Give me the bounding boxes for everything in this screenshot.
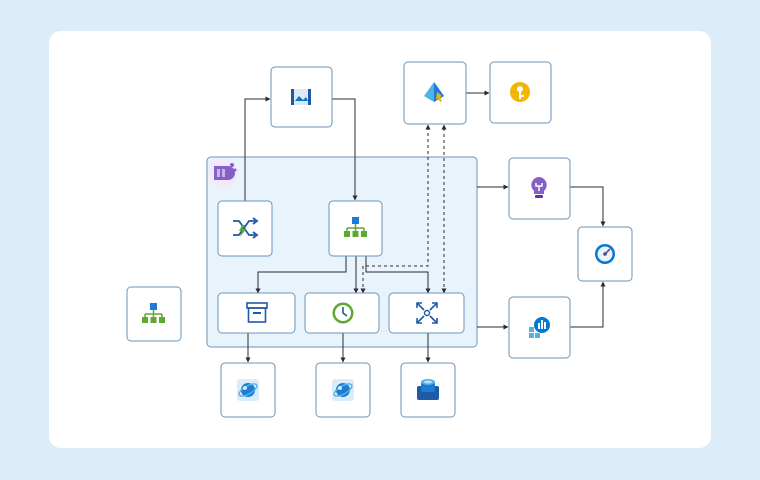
edge-log-analytics-to-monitor (570, 281, 606, 328)
node-managed-identity[interactable] (403, 61, 467, 125)
function-router-icon (233, 217, 259, 239)
node-log-analytics[interactable] (508, 296, 571, 359)
storage-box-icon (246, 302, 268, 323)
node-sql-database[interactable] (400, 362, 456, 418)
container-apps-icon (208, 158, 238, 188)
node-function-router[interactable] (217, 200, 273, 257)
node-timer-trigger[interactable] (304, 292, 380, 334)
expand-arrows-icon (416, 302, 438, 324)
node-cosmos-db-2[interactable] (315, 362, 371, 418)
monitor-gauge-icon (595, 244, 615, 264)
event-grid-icon (291, 89, 311, 105)
managed-identity-icon (424, 82, 444, 102)
node-standalone-orchestrator[interactable] (126, 286, 182, 342)
orchestrator-icon (142, 303, 165, 323)
key-vault-icon (510, 82, 530, 102)
node-scale-function[interactable] (388, 292, 465, 334)
log-analytics-icon (529, 317, 550, 338)
node-cosmos-db-1[interactable] (220, 362, 276, 418)
node-monitor[interactable] (577, 226, 633, 282)
edge-orchestrator-to-storage-queue (255, 256, 347, 294)
node-orchestrator[interactable] (328, 200, 383, 257)
edge-dashed-identity-orchestrator (360, 124, 431, 294)
edge-app-insights-to-monitor (570, 186, 606, 227)
cosmos-db-icon (332, 379, 354, 401)
node-key-vault[interactable] (489, 61, 552, 124)
edge-router-to-event-grid (244, 96, 271, 201)
node-storage-queue[interactable] (217, 292, 296, 334)
node-event-grid[interactable] (270, 66, 333, 128)
edge-event-grid-to-orchestrator (332, 98, 358, 201)
sql-database-icon (417, 379, 439, 400)
orchestrator-icon (344, 217, 367, 237)
cosmos-db-icon (237, 379, 259, 401)
application-insights-icon (531, 177, 547, 198)
clock-icon (332, 302, 354, 324)
node-application-insights[interactable] (508, 157, 571, 220)
